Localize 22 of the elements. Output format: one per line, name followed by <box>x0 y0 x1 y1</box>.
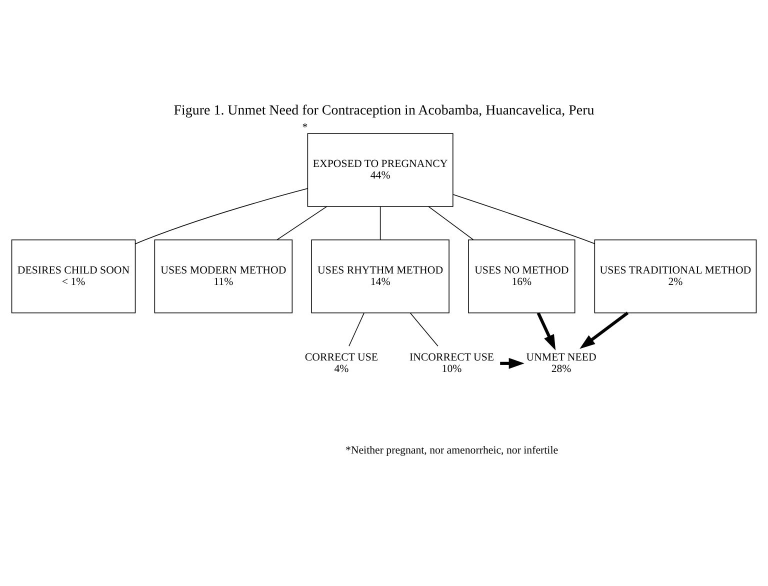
connector <box>428 206 474 240</box>
arrow <box>500 357 524 368</box>
connector <box>134 188 308 244</box>
node-box: DESIRES CHILD SOON < 1% <box>11 239 136 313</box>
node-text: UNMET NEED 28% <box>526 350 596 375</box>
arrow <box>536 312 556 350</box>
connector <box>410 312 438 346</box>
node-text: INCORRECT USE 10% <box>409 350 494 375</box>
label: *Neither pregnant, nor amenorrheic, nor infertile <box>345 444 558 456</box>
connector <box>276 206 328 240</box>
node-box: USES MODERN METHOD 11% <box>154 239 293 313</box>
connector <box>348 312 364 346</box>
connector <box>452 194 595 244</box>
diagram-title: Figure 1. Unmet Need for Contraception in Acobamba, Huancavelica, Peru <box>174 102 594 118</box>
connector <box>380 206 381 240</box>
node-text: CORRECT USE 4% <box>304 350 378 375</box>
node-box: USES TRADITIONAL METHOD 2% <box>594 239 757 313</box>
node-label: * <box>302 121 308 134</box>
node-box: USES NO METHOD 16% <box>468 239 576 313</box>
node-box: EXPOSED TO PREGNANCY 44% <box>307 132 454 206</box>
arrow <box>580 311 629 348</box>
node-box: USES RHYTHM METHOD 14% <box>311 239 450 313</box>
